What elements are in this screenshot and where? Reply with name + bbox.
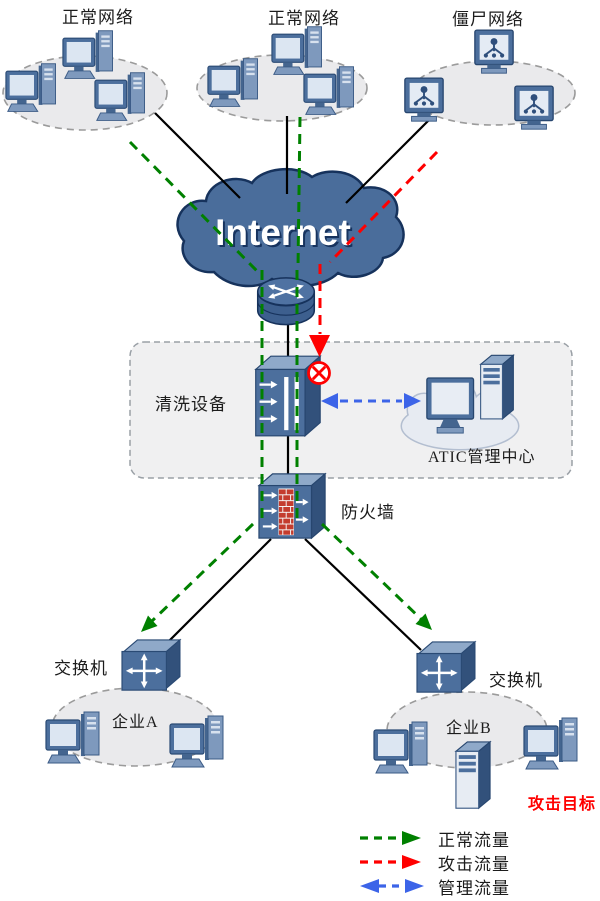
- label-botnet: 僵尸网络: [452, 10, 524, 29]
- label-cleaning-device: 清洗设备: [155, 395, 227, 414]
- management-traffic-arrowheads: [321, 393, 421, 409]
- label-enterprise-a: 企业A: [112, 714, 159, 731]
- legend: 正常流量 攻击流量 管理流量: [358, 826, 510, 898]
- label-attack-target: 攻击目标: [528, 796, 597, 813]
- internet-label: Internet: [215, 212, 351, 253]
- attack-traffic-arrowhead: [309, 335, 330, 357]
- label-switch-a: 交换机: [54, 659, 108, 678]
- label-normal-network-1: 正常网络: [62, 8, 134, 27]
- internet-label-shadow: Internet: [217, 214, 353, 255]
- legend-label-normal: 正常流量: [438, 830, 510, 850]
- label-normal-network-2: 正常网络: [268, 9, 340, 28]
- normal-traffic-legend-arrow: [360, 831, 421, 845]
- management-traffic-legend-arrow: [360, 879, 424, 893]
- label-enterprise-b: 企业B: [446, 720, 492, 737]
- label-atic-center: ATIC管理中心: [428, 449, 536, 466]
- attack-traffic-legend-arrow: [360, 855, 421, 869]
- label-firewall: 防火墙: [341, 503, 395, 522]
- normal-traffic-lines: [128, 116, 423, 623]
- attack-blocked-icon: [307, 361, 331, 385]
- legend-row-attack: 攻击流量: [358, 850, 510, 874]
- attack-traffic-lines: [318, 150, 439, 334]
- label-switch-b: 交换机: [489, 671, 543, 690]
- legend-row-management: 管理流量: [358, 874, 510, 898]
- legend-label-attack: 攻击流量: [438, 854, 510, 874]
- physical-links: [154, 112, 430, 651]
- legend-row-normal: 正常流量: [358, 826, 510, 850]
- legend-label-management: 管理流量: [438, 878, 510, 898]
- normal-traffic-arrowheads: [141, 613, 432, 632]
